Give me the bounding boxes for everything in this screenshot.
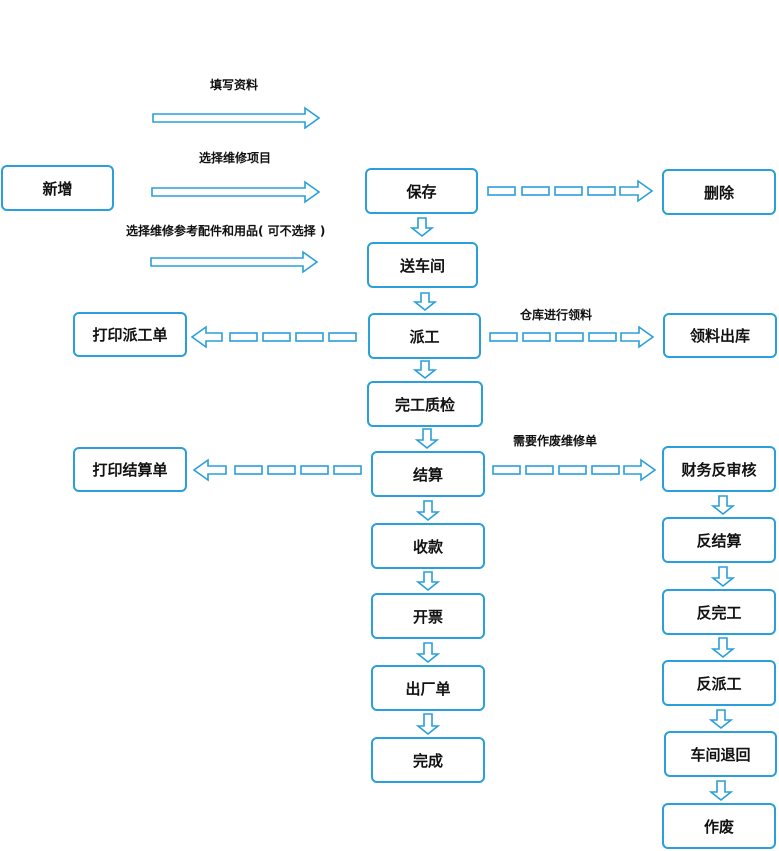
fill-info-label: 填写资料: [210, 78, 259, 92]
select-items-arrow: [151, 180, 321, 204]
dispatch-print-dash-3: [328, 332, 357, 342]
exit-slip-box: 出厂单: [371, 665, 485, 711]
payment-down-arrow: [415, 571, 441, 592]
unsettle-box: 反结算: [662, 517, 776, 563]
dispatch-print-arrow: [190, 325, 223, 349]
qc-box: 完工质检: [367, 381, 483, 427]
invoice-box: 开票: [371, 593, 485, 639]
complete-box: 完成: [371, 737, 485, 783]
finance-down-arrow: [710, 495, 736, 516]
dispatch-print-dash-0: [229, 332, 258, 342]
save-delete-dash-3: [587, 186, 616, 196]
undispatch-down-arrow: [708, 709, 734, 730]
dispatch-box: 派工: [368, 313, 481, 359]
settle-print-dash-1: [267, 465, 296, 475]
delete-box: 删除: [662, 169, 776, 215]
save-delete-dash-0: [487, 186, 516, 196]
dispatch-pick-arrow: [620, 325, 655, 349]
unsettle-down-arrow: [710, 566, 736, 588]
select-parts-label: 选择维修参考配件和用品( 可不选择 ): [126, 224, 326, 238]
settle-print-dash-3: [333, 465, 362, 475]
select-parts-arrow: [150, 250, 319, 274]
exit-slip-down-arrow: [415, 713, 441, 736]
save-delete-dash-2: [554, 186, 583, 196]
print-dispatch-box: 打印派工单: [73, 312, 187, 357]
dispatch-pick-dash-0: [489, 332, 518, 342]
settle-finance-dash-1: [525, 465, 554, 475]
uncomplete-box: 反完工: [662, 589, 776, 635]
dispatch-print-dash-2: [295, 332, 324, 342]
settle-finance-dash-2: [558, 465, 587, 475]
fill-info-arrow: [152, 106, 321, 130]
settle-finance-arrow: [623, 458, 657, 482]
warehouse-label: 仓库进行领料: [520, 308, 593, 322]
settle-finance-dash-0: [492, 465, 521, 475]
settle-print-dash-2: [300, 465, 329, 475]
dispatch-pick-dash-2: [555, 332, 584, 342]
void-order-label: 需要作废维修单: [513, 434, 598, 448]
select-items-label: 选择维修项目: [199, 151, 272, 165]
send-workshop-down-arrow: [412, 292, 438, 312]
settle-print-dash-0: [234, 465, 263, 475]
settle-down-arrow: [415, 500, 441, 522]
save-box: 保存: [365, 168, 478, 214]
invoice-down-arrow: [415, 642, 441, 664]
new-box: 新增: [1, 165, 114, 211]
dispatch-down-arrow: [412, 360, 438, 380]
qc-down-arrow: [414, 428, 440, 450]
send-workshop-box: 送车间: [367, 242, 478, 288]
workshop-return-box: 车间退回: [664, 731, 777, 777]
settle-print-arrow: [192, 458, 227, 482]
save-delete-dash-1: [521, 186, 550, 196]
finance-review-box: 财务反审核: [662, 446, 776, 492]
undispatch-box: 反派工: [662, 660, 776, 706]
pick-material-box: 领料出库: [663, 313, 777, 358]
save-delete-arrow: [619, 179, 654, 203]
print-settle-box: 打印结算单: [73, 447, 187, 492]
dispatch-pick-dash-1: [522, 332, 551, 342]
dispatch-pick-dash-3: [588, 332, 617, 342]
payment-box: 收款: [371, 523, 485, 569]
uncomplete-down-arrow: [710, 637, 736, 659]
void-box: 作废: [662, 803, 776, 849]
workshop-return-down-arrow: [708, 780, 734, 802]
dispatch-print-dash-1: [262, 332, 291, 342]
settle-box: 结算: [371, 451, 485, 497]
settle-finance-dash-3: [591, 465, 620, 475]
save-down-arrow: [409, 217, 435, 238]
